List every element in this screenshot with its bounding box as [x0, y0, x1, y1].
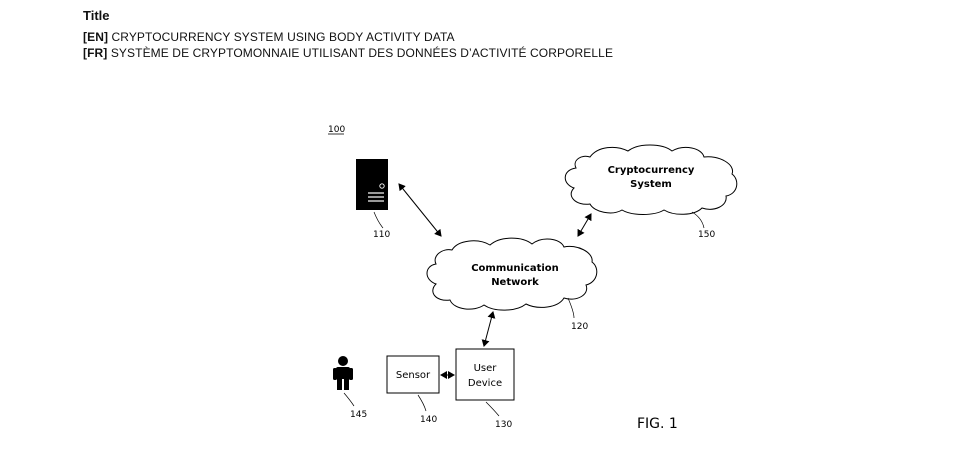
server-network-arrow	[398, 183, 442, 237]
fr-title-text: SYSTÈME DE CRYPTOMONNAIE UTILISANT DES D…	[110, 46, 614, 60]
person-ref-label: 145	[350, 410, 367, 420]
network-crypto-arrow	[577, 213, 592, 237]
sensor-box	[386, 355, 440, 394]
device-leader-line	[485, 401, 500, 417]
person-icon	[333, 356, 353, 390]
system-ref-label: 100	[328, 125, 345, 135]
device-ref-label: 130	[495, 420, 512, 430]
sensor-label: Sensor	[396, 370, 431, 381]
network-ref-label: 120	[571, 322, 588, 332]
title-en: [EN] CRYPTOCURRENCY SYSTEM USING BODY AC…	[83, 29, 613, 45]
en-title-text: CRYPTOCURRENCY SYSTEM USING BODY ACTIVIT…	[111, 30, 455, 44]
crypto-label-line2: System	[630, 179, 672, 190]
server-leader-line	[373, 211, 384, 229]
server-icon	[356, 159, 388, 210]
network-leader-line	[567, 297, 575, 319]
network-label-line2: Network	[491, 277, 539, 288]
person-leader-line	[343, 392, 355, 407]
figure-caption: FIG. 1	[637, 416, 678, 432]
title-fr: [FR] SYSTÈME DE CRYPTOMONNAIE UTILISANT …	[83, 45, 613, 61]
title-heading: Title	[83, 8, 110, 23]
crypto-leader-line	[691, 211, 705, 229]
communication-network-cloud	[426, 237, 598, 311]
fr-tag: [FR]	[83, 46, 108, 60]
user-device-box	[455, 348, 515, 401]
crypto-label-line1: Cryptocurrency	[608, 165, 695, 176]
device-label-line2: Device	[468, 378, 502, 389]
network-device-arrow	[481, 311, 496, 347]
sensor-ref-label: 140	[420, 415, 437, 425]
network-label-line1: Communication	[471, 263, 559, 274]
crypto-ref-label: 150	[698, 230, 715, 240]
title-block: Title [EN] CRYPTOCURRENCY SYSTEM USING B…	[83, 8, 613, 61]
sensor-leader-line	[417, 394, 427, 412]
device-label-line1: User	[474, 363, 498, 374]
en-tag: [EN]	[83, 30, 109, 44]
server-ref-label: 110	[373, 230, 390, 240]
cryptocurrency-system-cloud	[564, 144, 738, 215]
